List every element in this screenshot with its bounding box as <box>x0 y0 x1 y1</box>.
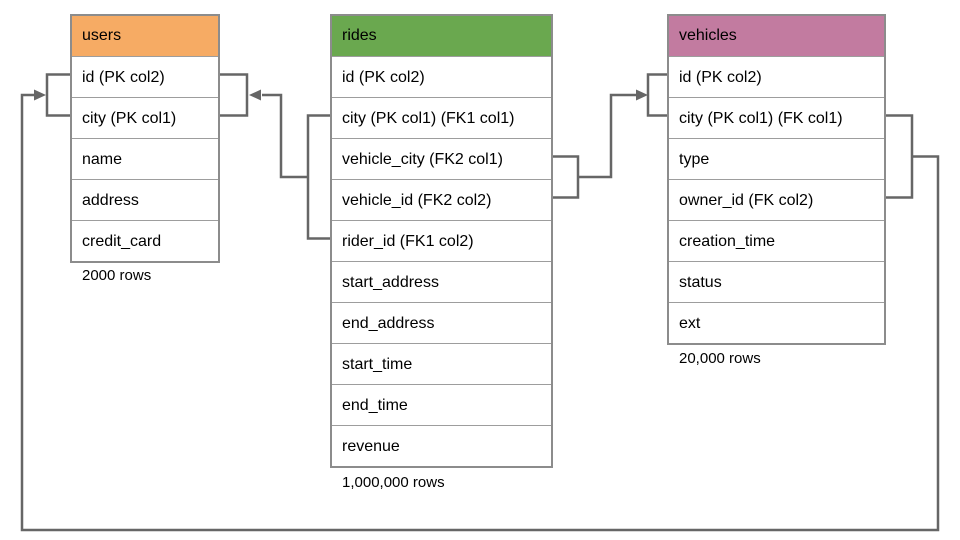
vehicles-column-owner-id: owner_id (FK col2) <box>669 179 884 220</box>
vehicles-column-status: status <box>669 261 884 302</box>
rides-left-bracket <box>306 114 330 240</box>
rides-column-end-address: end_address <box>332 302 551 343</box>
rides-column-start-time: start_time <box>332 343 551 384</box>
vehicles-column-id: id (PK col2) <box>669 56 884 97</box>
table-users: users id (PK col2) city (PK col1) name a… <box>70 14 220 263</box>
fk1-connector-line <box>262 93 308 179</box>
users-row-count: 2000 rows <box>82 267 152 284</box>
fk-loop-arrowhead-icon <box>34 89 46 101</box>
vehicles-column-city: city (PK col1) (FK col1) <box>669 97 884 138</box>
table-rides-header: rides <box>332 16 551 56</box>
connector-rides-fk1-users <box>220 73 330 240</box>
rides-column-id: id (PK col2) <box>332 56 551 97</box>
rides-column-vehicle-city: vehicle_city (FK2 col1) <box>332 138 551 179</box>
rides-column-revenue: revenue <box>332 425 551 466</box>
users-column-credit-card: credit_card <box>72 220 218 261</box>
users-right-bracket <box>220 73 249 117</box>
vehicles-row-count: 20,000 rows <box>679 350 761 367</box>
vehicles-column-creation-time: creation_time <box>669 220 884 261</box>
fk-loop-connector-line <box>20 93 940 532</box>
rides-column-city: city (PK col1) (FK1 col1) <box>332 97 551 138</box>
table-users-header: users <box>72 16 218 56</box>
fk2-connector-line <box>578 93 637 179</box>
users-column-name: name <box>72 138 218 179</box>
rides-column-vehicle-id: vehicle_id (FK2 col2) <box>332 179 551 220</box>
fk1-arrowhead-icon <box>249 89 261 101</box>
rides-right-bracket <box>553 155 580 199</box>
vehicles-column-type: type <box>669 138 884 179</box>
fk2-arrowhead-icon <box>636 89 648 101</box>
connector-vehicles-fk-users <box>20 73 940 532</box>
users-column-id: id (PK col2) <box>72 56 218 97</box>
users-column-city: city (PK col1) <box>72 97 218 138</box>
rides-column-rider-id: rider_id (FK1 col2) <box>332 220 551 261</box>
users-column-address: address <box>72 179 218 220</box>
vehicles-right-bracket <box>886 114 914 199</box>
vehicles-column-ext: ext <box>669 302 884 343</box>
table-rides: rides id (PK col2) city (PK col1) (FK1 c… <box>330 14 553 468</box>
rides-column-start-address: start_address <box>332 261 551 302</box>
rides-column-end-time: end_time <box>332 384 551 425</box>
table-vehicles: vehicles id (PK col2) city (PK col1) (FK… <box>667 14 886 345</box>
users-left-bracket <box>45 73 70 117</box>
rides-row-count: 1,000,000 rows <box>342 474 445 491</box>
connector-rides-fk2-vehicles <box>553 73 667 199</box>
table-vehicles-header: vehicles <box>669 16 884 56</box>
vehicles-left-bracket <box>646 73 667 117</box>
